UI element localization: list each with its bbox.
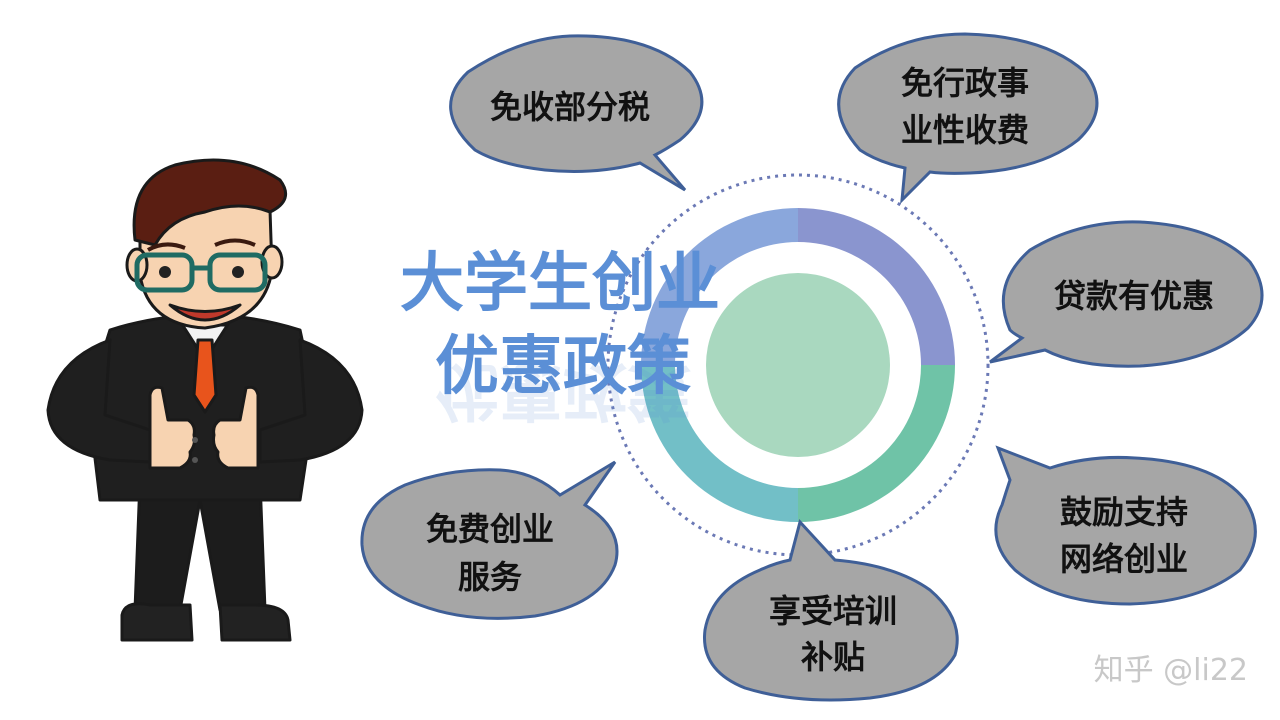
watermark: 知乎 @li22 <box>1094 653 1248 688</box>
bubble-text-line: 免费创业 <box>426 510 554 548</box>
bubble-training-subsidy: 享受培训 补贴 <box>703 518 959 702</box>
bubble-text-line: 网络创业 <box>1060 540 1188 578</box>
bubble-text-line: 免收部分税 <box>490 88 650 126</box>
bubble-free-startup-service: 免费创业 服务 <box>360 460 619 620</box>
bubble-online-startup-support: 鼓励支持 网络创业 <box>994 445 1257 606</box>
bubble-text-line: 享受培训 <box>769 592 897 630</box>
bubble-tax-exemption: 免收部分税 <box>449 34 704 192</box>
businessman-illustration <box>46 158 364 642</box>
bubble-text-line: 免行政事 <box>901 64 1029 102</box>
diagram-title: 大学生创业 优惠政策 优惠政策 <box>400 247 720 428</box>
bubble-text-line: 服务 <box>458 558 522 596</box>
bubble-admin-fee-exemption: 免行政事 业性收费 <box>837 32 1099 205</box>
ring-segment-blue <box>641 208 798 365</box>
title-line-1: 大学生创业 <box>400 247 720 321</box>
bubble-text-line: 补贴 <box>801 638 865 676</box>
bubble-loan-preference: 贷款有优惠 <box>989 220 1264 368</box>
title-line-2: 优惠政策 <box>435 330 691 404</box>
ring-segment-purple <box>798 208 955 365</box>
bubble-text-line: 贷款有优惠 <box>1054 277 1214 315</box>
bubble-text-line: 鼓励支持 <box>1060 493 1188 531</box>
ring-segment-green <box>798 365 955 522</box>
title-reflection: 优惠政策 <box>435 355 692 428</box>
ring-segment-teal <box>641 365 798 522</box>
bubble-text-line: 业性收费 <box>901 111 1029 149</box>
center-circle <box>706 273 890 457</box>
